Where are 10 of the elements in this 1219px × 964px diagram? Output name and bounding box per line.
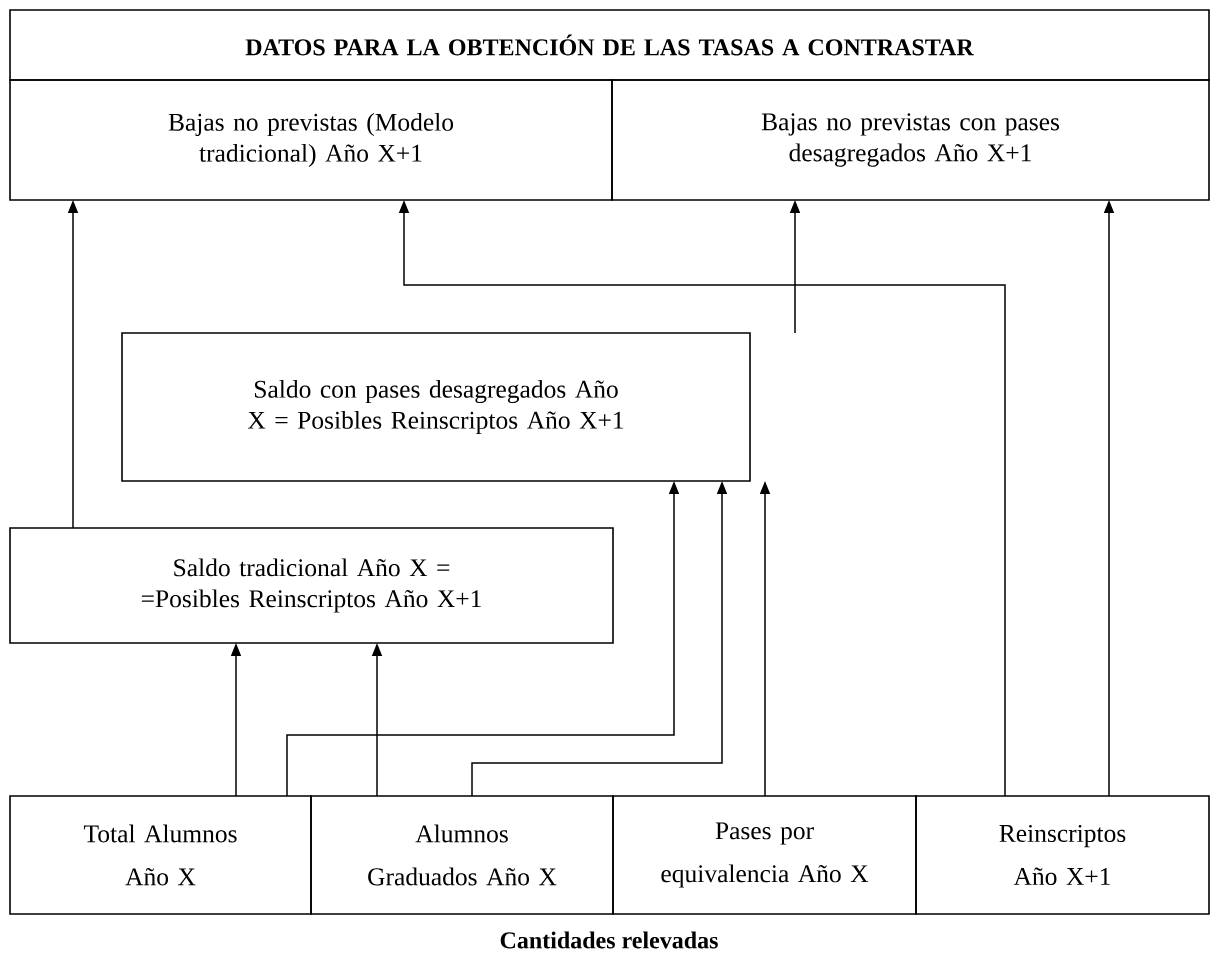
result-box: Bajas no previstas (Modelo tradicional) Año X+1 — [9, 79, 613, 201]
quantity-box: Pases por equivalencia Año X — [612, 795, 917, 915]
caption: Cantidades relevadas — [500, 931, 718, 949]
result-box: Bajas no previstas con pases desagregados Año X+1 — [611, 79, 1210, 201]
title-box: DATOS PARA LA OBTENCIÓN DE LAS TASAS A CONTRASTAR — [9, 9, 1210, 81]
quantity-box: Total Alumnos Año X — [9, 795, 312, 915]
balance-box: Saldo con pases desagregados Año X = Posibles Reinscriptos Año X+1 — [121, 332, 751, 482]
quantity-box: Alumnos Graduados Año X — [310, 795, 614, 915]
quantity-box: Reinscriptos Año X+1 — [915, 795, 1210, 915]
balance-box: Saldo tradicional Año X = =Posibles Reinscriptos Año X+1 — [9, 527, 614, 644]
